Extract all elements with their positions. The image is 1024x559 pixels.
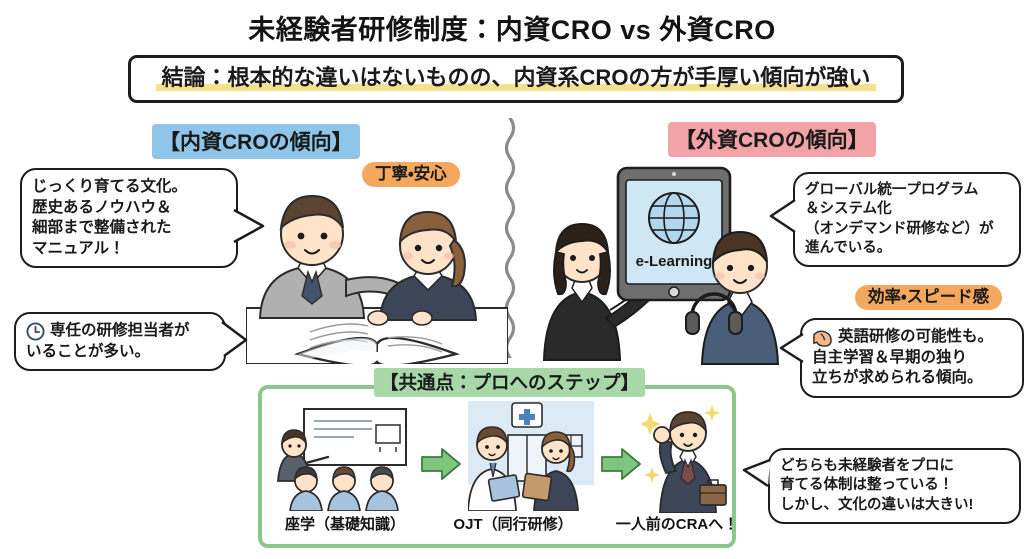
speech-bubble-trainer: 専任の研修担当者が いることが多い。 xyxy=(14,312,248,372)
speech-bubble-tail xyxy=(769,198,798,234)
step-arrow-1 xyxy=(420,447,462,486)
page-title: 未経験者研修制度：内資CRO vs 外資CRO xyxy=(248,15,776,45)
speech-bubble-tail xyxy=(232,208,265,244)
speech-bubble-culture: じっくり育てる文化。 歴史あるノウハウ＆ 細部まで整備された マニュアル！ xyxy=(20,168,265,269)
bubble-line: 進んでいる。 xyxy=(805,239,892,256)
bubble-line: いることが多い。 xyxy=(26,342,151,360)
section-divider xyxy=(498,116,522,363)
speech-bubble-tail xyxy=(742,458,773,488)
speech-bubble-global: グローバル統一プログラム ＆システム化 （オンデマンド研修など）が 進んでいる。 xyxy=(769,172,1021,268)
bubble-line: 専任の研修担当者が xyxy=(50,322,190,339)
bubble-line: 細部まで整備された xyxy=(32,219,172,237)
bubble-line: 自主学習＆早期の独り xyxy=(812,348,968,366)
step-label-classroom: 座学（基礎知識） xyxy=(284,516,405,533)
speech-bubble-global-body: グローバル統一プログラム ＆システム化 （オンデマンド研修など）が 進んでいる。 xyxy=(793,172,1021,268)
tag-badge-speed-label: 効率・スピード感 xyxy=(855,285,1003,310)
bubble-line: じっくり育てる文化。 xyxy=(32,178,188,195)
speech-bubble-summary-body: どちらも未経験者をプロに 育てる体制は整っている！ しかし、文化の違いは大きい! xyxy=(768,448,1021,524)
step-label-ojt: OJT（同行研修） xyxy=(453,516,573,533)
conclusion-banner: 結論：根本的な違いはないものの、内資系CROの方が手厚い傾向が強い xyxy=(128,55,904,103)
bubble-line: ＆システム化 xyxy=(805,201,892,218)
illustration-step-ojt xyxy=(467,401,594,512)
conclusion-text: 結論：根本的な違いはないものの、内資系CROの方が手厚い傾向が強い xyxy=(155,67,877,91)
illustration-step-cra xyxy=(639,397,728,514)
speech-bubble-english-body: 英語研修の可能性も。 自主学習＆早期の独り 立ちが求められる傾向。 xyxy=(800,318,1024,398)
bubble-line: 立ちが求められる傾向。 xyxy=(812,369,983,387)
speech-bubble-tail xyxy=(779,332,806,364)
tag-badge-careful: 丁寧・安心 xyxy=(362,160,460,187)
speech-bubble-summary: どちらも未経験者をプロに 育てる体制は整っている！ しかし、文化の違いは大きい! xyxy=(742,448,1021,524)
speech-bubble-tail xyxy=(220,321,248,358)
common-points-panel xyxy=(258,385,736,548)
section-header-foreign: 【外資CROの傾向】 xyxy=(668,122,876,157)
speech-bubble-culture-body: じっくり育てる文化。 歴史あるノウハウ＆ 細部まで整備された マニュアル！ xyxy=(20,168,238,269)
bubble-line: マニュアル！ xyxy=(32,239,125,257)
common-points-header: 【共通点：プロへのステップ】 xyxy=(374,368,646,397)
step-arrow-2 xyxy=(600,447,642,486)
tablet-elearning-label: e-Learning xyxy=(636,253,713,270)
speech-bubble-trainer-body: 専任の研修担当者が いることが多い。 xyxy=(14,312,226,372)
illustration-domestic-training xyxy=(245,168,509,367)
illustration-foreign-elearning: e-Learning xyxy=(540,160,790,370)
section-header-domestic: 【内資CROの傾向】 xyxy=(152,124,360,159)
speech-bubble-english: 英語研修の可能性も。 自主学習＆早期の独り 立ちが求められる傾向。 xyxy=(779,318,1024,398)
illustration-step-classroom xyxy=(276,407,412,512)
clock-icon xyxy=(26,322,45,341)
bubble-line: （オンデマンド研修など）が xyxy=(805,220,994,237)
flexed-biceps-icon xyxy=(812,328,833,347)
bubble-line: しかし、文化の違いは大きい! xyxy=(780,496,974,513)
bubble-line: 英語研修の可能性も。 xyxy=(838,328,994,345)
bubble-line: 育てる体制は整っている！ xyxy=(780,477,954,494)
bubble-line: どちらも未経験者をプロに xyxy=(780,458,954,474)
tag-badge-speed: 効率・スピード感 xyxy=(855,283,1003,310)
bubble-line: グローバル統一プログラム xyxy=(805,182,979,198)
step-label-cra: 一人前のCRAへ！ xyxy=(615,516,739,533)
tag-badge-careful-label: 丁寧・安心 xyxy=(362,162,460,187)
bubble-line: 歴史あるノウハウ＆ xyxy=(32,198,172,216)
